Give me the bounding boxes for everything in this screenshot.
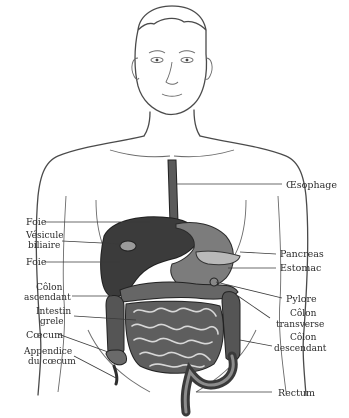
label-oesophage: Œsophage: [286, 180, 337, 191]
ascending-colon-shape: [106, 295, 124, 357]
label-vesicule-line1: Vésicule: [25, 230, 64, 241]
label-colon-descendant-line2: descendant: [274, 344, 327, 354]
label-colon-ascendant-line2: ascendant: [24, 293, 71, 303]
gallbladder-shape: [120, 241, 136, 251]
label-colon-ascendant-line1: Côlon: [36, 282, 63, 293]
label-pancreas: Pancreas: [280, 249, 324, 260]
label-intestin-line1: Intestin: [36, 307, 71, 317]
label-foie-top: Foie: [26, 217, 47, 228]
oesophagus-shape: [168, 160, 178, 224]
descending-colon-shape: [222, 292, 240, 361]
label-vesicule-line2: biliaire: [28, 241, 60, 251]
label-pylore: Pylore: [286, 294, 317, 305]
label-appendice-line1: Appendice: [23, 347, 72, 357]
label-foie-bottom: Foie: [26, 257, 47, 268]
label-colon-descendant-line1: Côlon: [290, 332, 317, 343]
label-caecum: Cœcum: [26, 330, 63, 341]
organs: [101, 160, 240, 412]
label-rectum: Rectum: [278, 388, 315, 399]
label-appendice-line2: du cœcum: [28, 357, 76, 367]
label-colon-transverse-line2: transverse: [276, 320, 324, 330]
label-intestin-line2: grele: [40, 317, 64, 327]
label-colon-transverse-line1: Côlon: [290, 308, 317, 319]
label-estomac: Estomac: [280, 263, 321, 274]
caecum-shape: [106, 350, 127, 365]
appendix-shape: [114, 366, 117, 384]
transverse-colon-shape: [120, 282, 238, 302]
